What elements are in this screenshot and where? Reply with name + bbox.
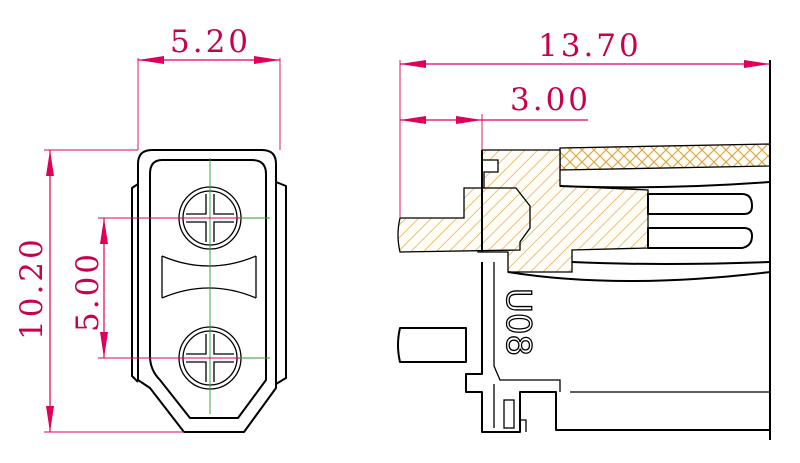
- side-view: U08: [397, 60, 771, 440]
- dim-pin-spacing: 5.00: [70, 217, 240, 359]
- dim-pin-length-label: 3.00: [510, 82, 591, 118]
- dim-front-height-label: 10.20: [14, 236, 50, 340]
- dim-pin-spacing-label: 5.00: [70, 251, 106, 332]
- dim-front-width-label: 5.20: [170, 24, 251, 60]
- dim-side-length: 13.70: [399, 28, 770, 218]
- side-marking: U08: [498, 288, 538, 356]
- front-housing-inner: [149, 159, 267, 419]
- side-top-shell: [559, 143, 771, 171]
- dim-front-width: 5.20: [137, 24, 281, 150]
- front-housing-outer: [137, 149, 277, 433]
- side-lower-body: [465, 262, 770, 433]
- side-contact-slot: [647, 193, 753, 215]
- dim-side-length-label: 13.70: [538, 28, 642, 64]
- front-view: [131, 149, 287, 433]
- side-pin-bottom: [397, 327, 467, 363]
- front-side-rib: [275, 181, 287, 385]
- dim-front-height: 10.20: [14, 149, 184, 433]
- dim-pin-length: 3.00: [400, 82, 591, 150]
- side-pin-top: [397, 187, 531, 253]
